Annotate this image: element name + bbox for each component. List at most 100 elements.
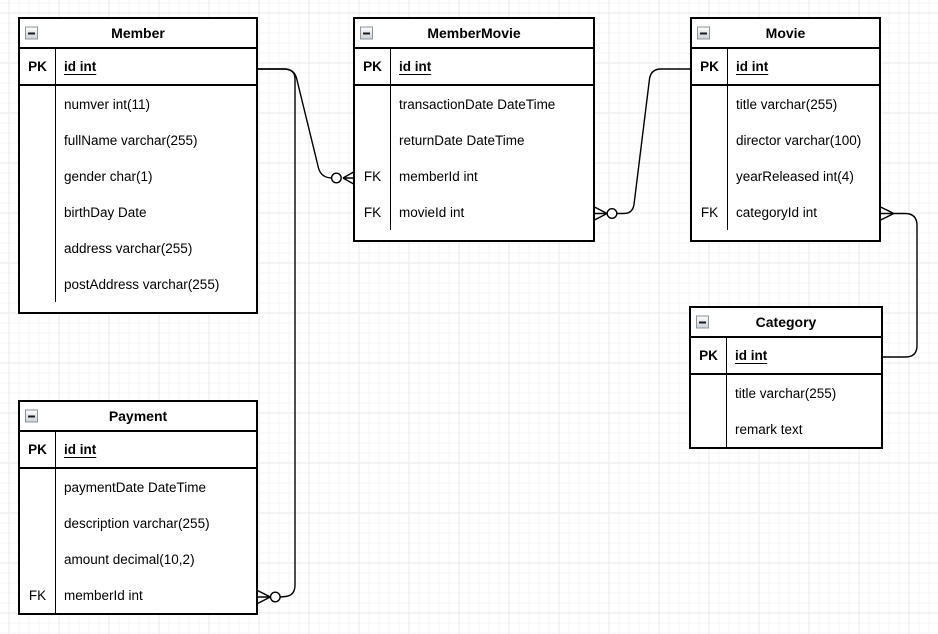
key-cell[interactable]	[355, 122, 390, 158]
table-title-bar[interactable]: MemberMovie	[355, 19, 593, 49]
relationship-line[interactable]	[617, 69, 690, 214]
field-column: paymentDate DateTime description varchar(…	[56, 469, 256, 613]
key-cell[interactable]	[20, 266, 55, 302]
field-column: transactionDate DateTime returnDate DateT…	[391, 86, 593, 230]
field-row[interactable]: title varchar(255)	[735, 385, 837, 401]
key-cell[interactable]	[20, 230, 55, 266]
collapse-button[interactable]	[25, 409, 38, 423]
field-row[interactable]: remark text	[735, 421, 803, 437]
table-title: MemberMovie	[427, 25, 521, 41]
optionality-zero-circle-icon	[607, 209, 617, 219]
key-cell[interactable]	[20, 505, 55, 541]
pk-field-label: id int	[399, 59, 432, 74]
key-column	[20, 86, 56, 302]
key-cell[interactable]: FK	[363, 204, 382, 220]
table-title-bar[interactable]: Payment	[20, 402, 256, 432]
field-row[interactable]: birthDay Date	[64, 204, 147, 220]
field-row[interactable]: fullName varchar(255)	[64, 132, 198, 148]
minus-icon	[28, 32, 35, 34]
key-cell[interactable]: FK	[28, 587, 47, 603]
pk-field-label: id int	[735, 348, 768, 363]
primary-key-row[interactable]: PK id int	[20, 49, 256, 86]
field-column: title varchar(255) remark text	[727, 375, 881, 447]
key-cell[interactable]	[691, 375, 726, 411]
crows-foot-many-icon	[258, 591, 271, 604]
field-row[interactable]: movieId int	[399, 204, 465, 220]
table-title: Member	[111, 25, 165, 41]
field-row[interactable]: numver int(11)	[64, 96, 151, 112]
connector-member-to-payment[interactable]	[258, 69, 296, 604]
field-row[interactable]: returnDate DateTime	[399, 132, 525, 148]
table-title: Movie	[765, 25, 806, 41]
relationship-line[interactable]	[883, 214, 918, 358]
pk-key-label: PK	[20, 49, 56, 84]
table-body: numver int(11) fullName varchar(255) gende…	[20, 86, 256, 312]
primary-key-row[interactable]: PK id int	[692, 49, 879, 86]
minus-icon	[700, 32, 707, 34]
relationship-line[interactable]	[258, 69, 332, 178]
field-row[interactable]: gender char(1)	[64, 168, 153, 184]
table-body: title varchar(255) remark text	[691, 375, 881, 447]
pk-field-label: id int	[736, 59, 769, 74]
field-row[interactable]: director varchar(100)	[736, 132, 862, 148]
field-row[interactable]: yearReleased int(4)	[736, 168, 854, 184]
table-title: Payment	[108, 408, 168, 424]
relationship-line[interactable]	[258, 69, 295, 597]
pk-key-label: PK	[692, 49, 728, 84]
key-cell[interactable]	[355, 86, 390, 122]
table-title-bar[interactable]: Movie	[692, 19, 879, 49]
crows-foot-many-icon	[595, 207, 608, 220]
collapse-button[interactable]	[360, 26, 373, 40]
minus-icon	[28, 415, 35, 417]
connector-movie-to-membermovie[interactable]	[595, 69, 691, 220]
field-row[interactable]: transactionDate DateTime	[399, 96, 556, 112]
field-row[interactable]: categoryId int	[736, 204, 818, 220]
connector-category-to-movie[interactable]	[881, 207, 918, 357]
key-cell[interactable]	[20, 194, 55, 230]
field-row[interactable]: title varchar(255)	[736, 96, 838, 112]
field-row[interactable]: address varchar(255)	[64, 240, 193, 256]
field-row[interactable]: memberId int	[64, 587, 143, 603]
key-column	[691, 375, 727, 447]
key-cell[interactable]	[20, 469, 55, 505]
key-cell[interactable]	[20, 122, 55, 158]
table-title-bar[interactable]: Member	[20, 19, 256, 49]
key-cell[interactable]	[20, 86, 55, 122]
minus-icon	[699, 321, 706, 323]
table-body: FK title varchar(255) director varchar(100…	[692, 86, 879, 240]
key-cell[interactable]	[692, 122, 727, 158]
key-cell[interactable]	[20, 541, 55, 577]
connector-member-to-membermovie[interactable]	[258, 69, 355, 185]
collapse-button[interactable]	[25, 26, 38, 40]
field-row[interactable]: memberId int	[399, 168, 478, 184]
field-row[interactable]: postAddress varchar(255)	[64, 276, 220, 292]
key-cell[interactable]: FK	[700, 204, 719, 220]
field-row[interactable]: paymentDate DateTime	[64, 479, 207, 495]
collapse-button[interactable]	[697, 26, 710, 40]
key-cell[interactable]	[20, 158, 55, 194]
table-body: FK paymentDate DateTime description varcha…	[20, 469, 256, 613]
pk-field-label: id int	[64, 442, 97, 457]
field-row[interactable]: amount decimal(10,2)	[64, 551, 195, 567]
pk-field-label: id int	[64, 59, 97, 74]
optionality-zero-circle-icon	[271, 592, 281, 602]
key-column: FK FK	[355, 86, 391, 230]
key-cell[interactable]	[691, 411, 726, 447]
crows-foot-many-icon	[881, 207, 895, 220]
field-row[interactable]: description varchar(255)	[64, 515, 210, 531]
collapse-button[interactable]	[696, 315, 709, 329]
key-column: FK	[692, 86, 728, 230]
table-title-bar[interactable]: Category	[691, 308, 881, 338]
key-cell[interactable]	[692, 158, 727, 194]
key-cell[interactable]: FK	[363, 168, 382, 184]
key-cell[interactable]	[692, 86, 727, 122]
